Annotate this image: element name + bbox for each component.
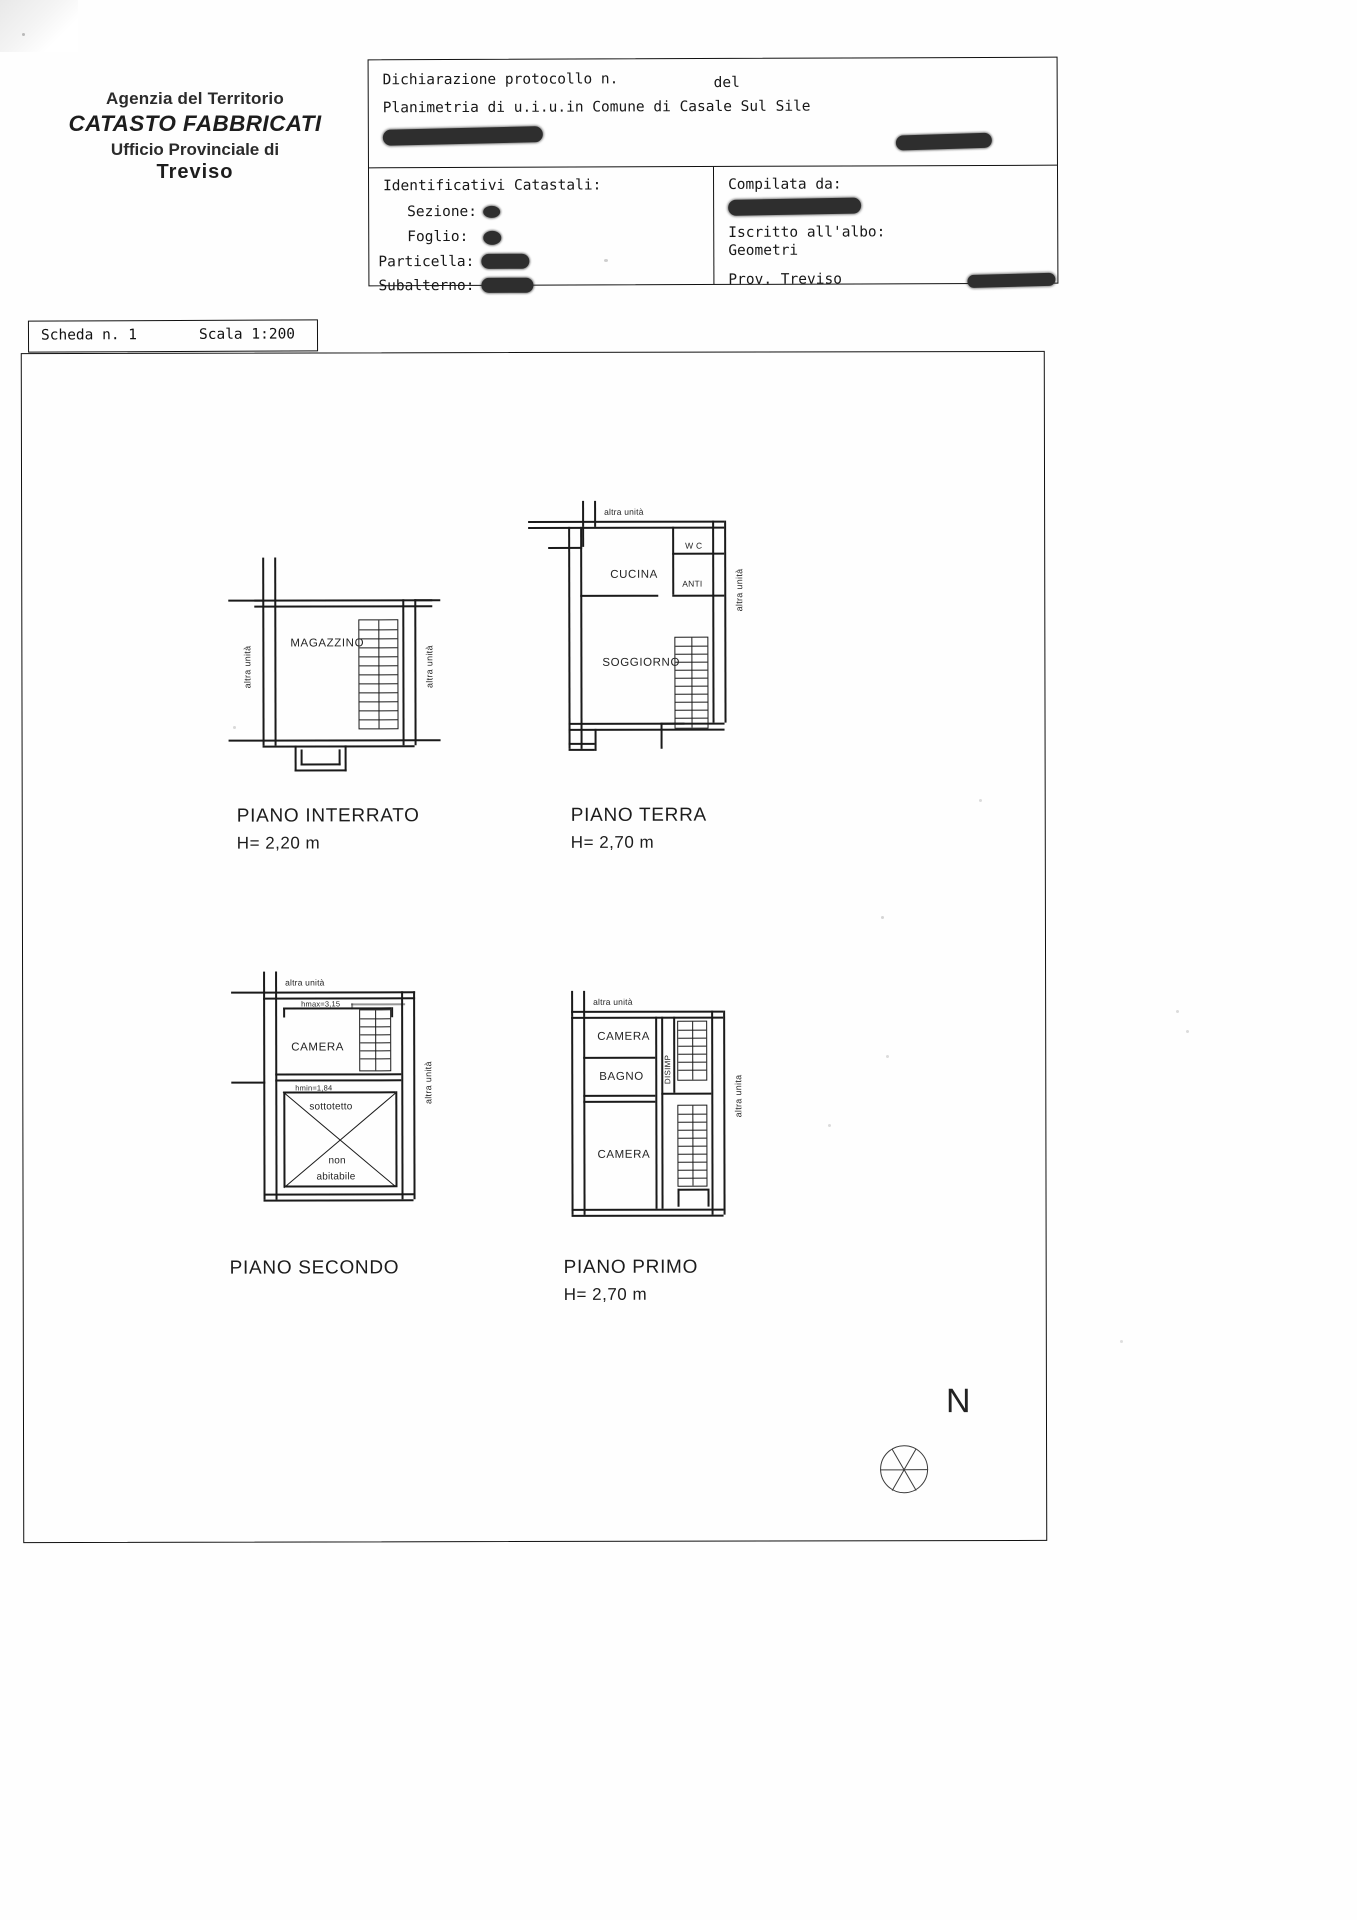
compass-north-label: N [945,1382,971,1421]
caption-name-primo: PIANO PRIMO [563,1256,699,1278]
redaction-subalterno-value [481,277,534,293]
particella-label: Particella: [378,253,475,271]
altra-unita-left-label-interrato: altra unità [242,645,253,689]
room-label-camera-primo-1: CAMERA [597,1030,651,1043]
altra-unita-right-label-secondo: altra unità [423,1061,434,1105]
room-label-wc: W C [685,540,703,551]
scheda-bar: Scheda n. 1 Scala 1:200 [27,319,319,353]
altra-unita-right-label-terra: altra unità [734,568,745,612]
room-label-soggiorno: SOGGIORNO [602,656,681,669]
caption-height-primo: H= 2,70 m [563,1284,648,1304]
scan-speck [1176,1010,1179,1013]
altra-unita-right-label-interrato: altra unità [424,645,435,689]
stair-secondo [359,1009,392,1072]
compilata-da-cell: Compilata da: Iscritto all'albo: Geometr… [714,166,1057,289]
compilata-label: Compilata da: [728,176,842,193]
scheda-scale: Scala 1:200 [198,326,296,343]
scan-speck [22,33,25,36]
protocol-date-label: del [713,74,740,91]
header-table-top-section: Dichiarazione protocollo n. del Planimet… [368,57,1057,169]
redaction-foglio-value [483,230,502,245]
altra-unita-top-label-terra: altra unità [604,506,644,517]
redaction-bar-address [382,126,544,146]
stair-terra [674,636,709,729]
redaction-compiler-name [728,197,862,216]
agency-heading: Agenzia del Territorio CATASTO FABBRICAT… [60,88,330,186]
subalterno-label: Subalterno: [378,277,475,295]
floorplan-piano-secondo: altra unità hmax=3,15 CAMERA hmin=1,84 s… [231,965,444,1215]
caption-height-interrato: H= 2,20 m [236,833,321,853]
caption-height-terra: H= 2,70 m [570,832,655,852]
floorplan-piano-interrato: MAGAZZINO altra unità altra unità [228,553,441,772]
room-label-non: non [328,1155,346,1167]
redaction-bar-top-right [895,132,993,151]
scan-speck [604,259,608,262]
agency-line-4: Treviso [156,161,234,184]
header-table: Dichiarazione protocollo n. del Planimet… [367,56,1059,294]
planimetry-label: Planimetria di u.i.u.in Comune di Casale… [382,98,811,117]
caption-piano-interrato: PIANO INTERRATO H= 2,20 m [237,805,420,853]
room-label-sottotetto: sottotetto [309,1101,353,1113]
agency-line-2: CATASTO FABBRICATI [68,110,322,136]
annotation-hmin: hmin=1,84 [295,1083,333,1093]
caption-name-interrato: PIANO INTERRATO [236,805,420,827]
stair-primo-upper [677,1020,708,1081]
scan-speck [828,1124,831,1127]
altra-unita-top-label-primo: altra unità [593,996,633,1007]
room-label-cucina: CUCINA [610,568,658,581]
sezione-label: Sezione: [407,203,478,221]
agency-line-3: Ufficio Provinciale di [110,139,280,159]
scan-speck [1120,1340,1123,1343]
scan-speck [1186,1030,1189,1033]
iscritto-albo-label: Iscritto all'albo: [728,224,886,241]
page-corner-fold [0,0,78,52]
caption-name-terra: PIANO TERRA [570,804,707,826]
scheda-number: Scheda n. 1 [40,327,138,344]
protocol-label: Dichiarazione protocollo n. [382,71,619,89]
foglio-label: Foglio: [407,228,469,246]
room-label-disimp: DISIMP [663,1054,673,1085]
iscritto-albo-value: Geometri [728,242,799,259]
agency-line-1: Agenzia del Territorio [106,89,284,108]
drawing-frame: MAGAZZINO altra unità altra unità PIANO … [20,350,1048,1544]
identificativi-catastali-cell: Identificativi Catastali: Sezione: Fogli… [368,166,715,294]
room-label-abitabile: abitabile [316,1171,356,1183]
caption-piano-secondo: PIANO SECONDO [230,1257,400,1285]
header-table-bottom-section: Identificativi Catastali: Sezione: Fogli… [368,166,1057,294]
scan-speck [886,1055,889,1058]
caption-name-secondo: PIANO SECONDO [229,1257,400,1279]
scan-speck [979,799,982,802]
room-label-camera-secondo: CAMERA [291,1041,345,1054]
room-label-anti: ANTI [682,578,703,589]
room-label-magazzino: MAGAZZINO [290,637,365,650]
floorplan-piano-terra: altra unità CUCINA W C ANTI SOGGIORNO al… [522,500,745,771]
stair-primo-lower [677,1104,708,1187]
scan-speck [233,726,236,729]
altra-unita-right-label-primo: altra unita [733,1074,744,1118]
room-label-camera-primo-2: CAMERA [597,1148,651,1161]
prov-label: Prov. Treviso [728,271,842,288]
room-label-bagno: BAGNO [599,1070,644,1083]
annotation-hmax: hmax=3,15 [301,999,341,1009]
compass-rose-icon [880,1445,929,1494]
identificativi-title: Identificativi Catastali: [383,177,602,195]
scan-speck [881,916,884,919]
redaction-sezione-value [483,205,501,218]
altra-unita-top-label-secondo: altra unità [285,977,325,988]
redaction-stamp-bottom-right [967,272,1056,289]
floorplan-piano-primo: altra unità CAMERA BAGNO CAMERA DISIMP a… [531,981,747,1231]
caption-piano-terra: PIANO TERRA H= 2,70 m [571,805,707,853]
stair-interrato [358,619,399,730]
caption-piano-primo: PIANO PRIMO H= 2,70 m [564,1257,698,1305]
redaction-particella-value [481,253,530,269]
